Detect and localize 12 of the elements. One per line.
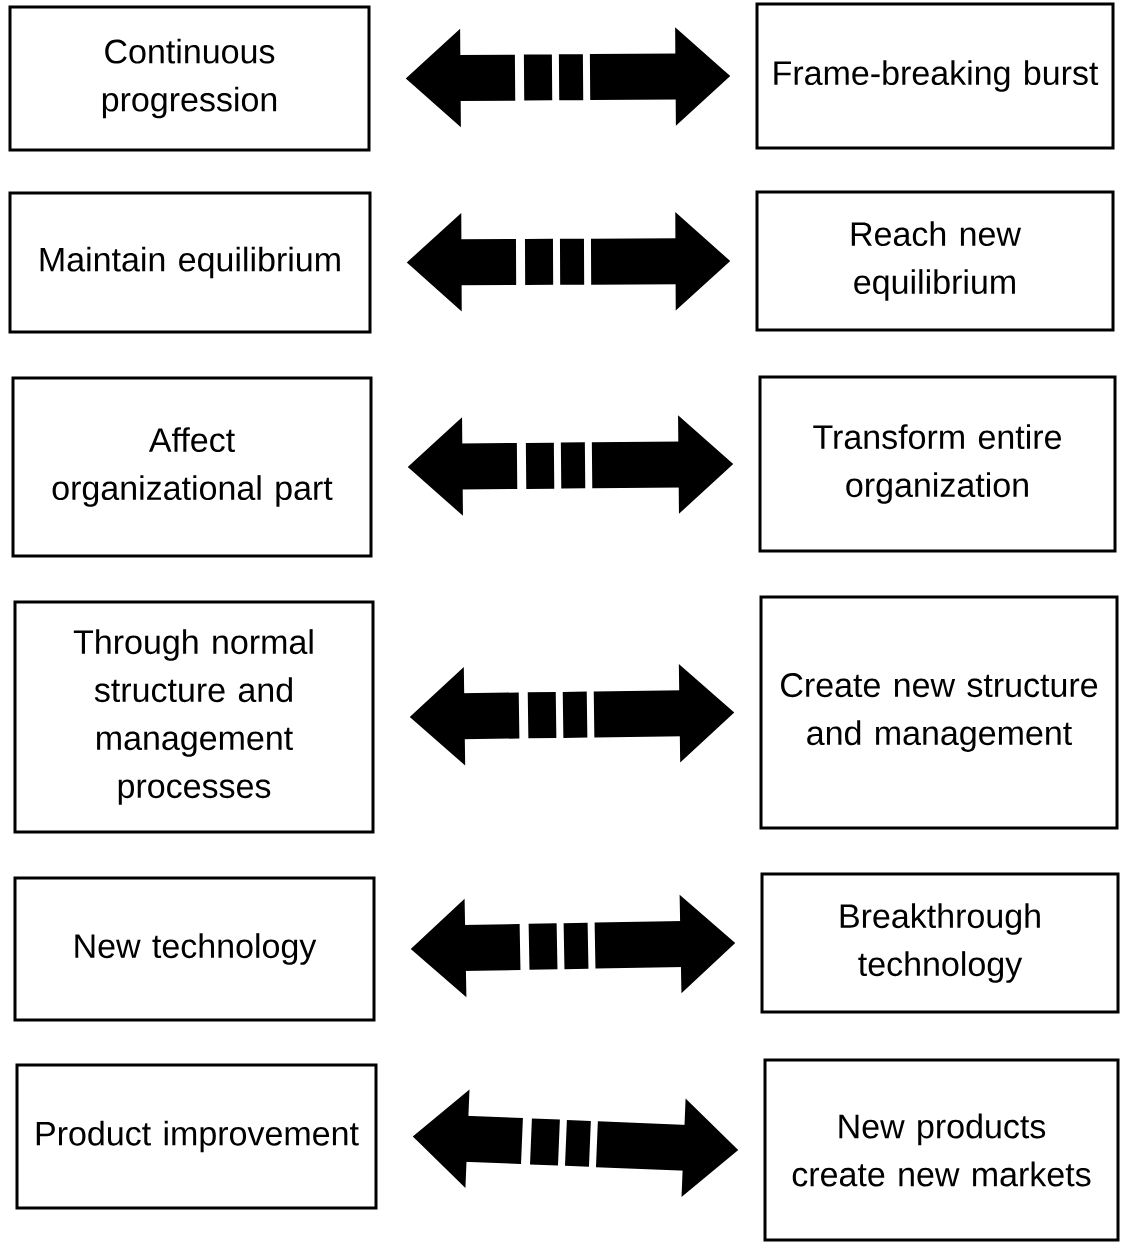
text-box: Continuous progression: [8, 5, 371, 152]
text-box: Maintain equilibrium: [8, 191, 372, 334]
text-box: Affect organizational part: [11, 376, 373, 558]
text-box: New products create new markets: [763, 1058, 1120, 1242]
text-box: Breakthrough technology: [760, 872, 1120, 1014]
text-box: Through normal structure and management processes: [13, 600, 375, 834]
text-box: Frame-breaking burst: [755, 2, 1115, 150]
text-box: Product improvement: [15, 1063, 378, 1210]
text-box: Create new structure and management: [759, 595, 1119, 830]
text-box: Reach new equilibrium: [755, 190, 1115, 332]
text-box: Transform entire organization: [758, 375, 1117, 553]
text-box: New technology: [13, 876, 376, 1022]
